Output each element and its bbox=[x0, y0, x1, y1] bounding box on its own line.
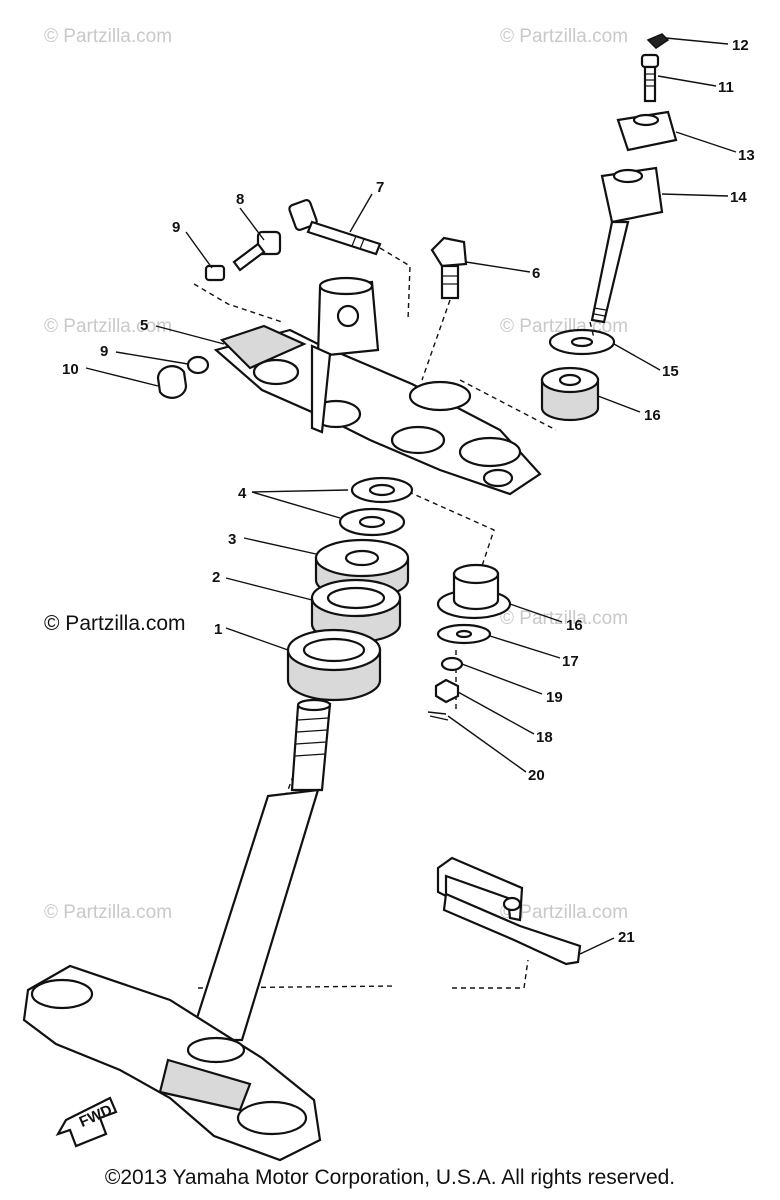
callout-16-upper: 16 bbox=[644, 407, 661, 424]
callout-17: 17 bbox=[562, 653, 579, 670]
part-1-bearing bbox=[286, 628, 382, 702]
callout-10: 10 bbox=[62, 361, 79, 378]
callout-3: 3 bbox=[228, 531, 236, 548]
callout-16-lower: 16 bbox=[566, 617, 583, 634]
watermark-text: © Partzilla.com bbox=[44, 902, 172, 923]
callout-14: 14 bbox=[730, 189, 747, 206]
part-13-upper-clamp bbox=[616, 110, 678, 152]
part-9-lower-washer bbox=[186, 355, 210, 375]
part-16-upper-damper bbox=[540, 366, 600, 422]
callout-19: 19 bbox=[546, 689, 563, 706]
part-4-bearing-race-lower bbox=[338, 507, 406, 537]
part-9-upper-nut bbox=[204, 264, 226, 282]
part-7-long-bolt bbox=[288, 199, 382, 256]
lower-bracket bbox=[22, 964, 322, 1162]
callout-13: 13 bbox=[738, 147, 755, 164]
callout-9-upper: 9 bbox=[172, 219, 180, 236]
part-16-lower-damper bbox=[436, 563, 512, 620]
callout-18: 18 bbox=[536, 729, 553, 746]
callout-7: 7 bbox=[376, 179, 384, 196]
callout-4: 4 bbox=[238, 485, 247, 502]
watermark-text: © Partzilla.com bbox=[44, 26, 172, 47]
watermark-text: © Partzilla.com bbox=[500, 608, 628, 629]
callout-12: 12 bbox=[732, 37, 749, 54]
watermark-text: © Partzilla.com bbox=[500, 26, 628, 47]
callout-6: 6 bbox=[532, 265, 540, 282]
steering-stem bbox=[188, 698, 332, 1042]
fwd-arrow-icon: FWD bbox=[55, 1096, 118, 1148]
callout-21: 21 bbox=[618, 929, 635, 946]
callout-9-lower: 9 bbox=[100, 343, 108, 360]
watermarks: © Partzilla.com © Partzilla.com © Partzi… bbox=[44, 26, 628, 923]
callout-20: 20 bbox=[528, 767, 545, 784]
watermark-text: © Partzilla.com bbox=[44, 316, 172, 337]
callout-1: 1 bbox=[214, 621, 222, 638]
leader-lines bbox=[85, 37, 737, 955]
watermark-main: © Partzilla.com bbox=[44, 612, 186, 635]
callout-numbers: 12 11 13 14 7 8 6 9 5 9 10 15 16 4 3 2 1… bbox=[62, 37, 755, 946]
part-18-nut bbox=[434, 678, 460, 704]
callout-2: 2 bbox=[212, 569, 220, 586]
part-17-washer bbox=[436, 623, 492, 645]
part-14-lower-holder bbox=[590, 166, 664, 324]
watermark-text: © Partzilla.com bbox=[500, 902, 628, 923]
part-11-bolt bbox=[640, 53, 660, 103]
callout-11: 11 bbox=[718, 79, 734, 96]
callout-5: 5 bbox=[140, 317, 148, 334]
part-20-cotter-pin bbox=[427, 711, 449, 721]
part-10-cap-nut bbox=[156, 365, 188, 399]
part-19-lock-washer bbox=[440, 656, 464, 672]
part-8-bolt bbox=[232, 230, 282, 272]
part-6-pinch-bolt bbox=[430, 236, 468, 300]
copyright-notice: ©2013 Yamaha Motor Corporation, U.S.A. A… bbox=[104, 1166, 676, 1189]
upper-bracket bbox=[213, 276, 542, 496]
part-21-bracket bbox=[436, 856, 582, 966]
part-15-washer bbox=[548, 328, 616, 356]
callout-15: 15 bbox=[662, 363, 679, 380]
part-12-bolt-cap bbox=[646, 33, 670, 49]
callout-8: 8 bbox=[236, 191, 244, 208]
part-4-bearing-race-upper bbox=[350, 476, 414, 504]
